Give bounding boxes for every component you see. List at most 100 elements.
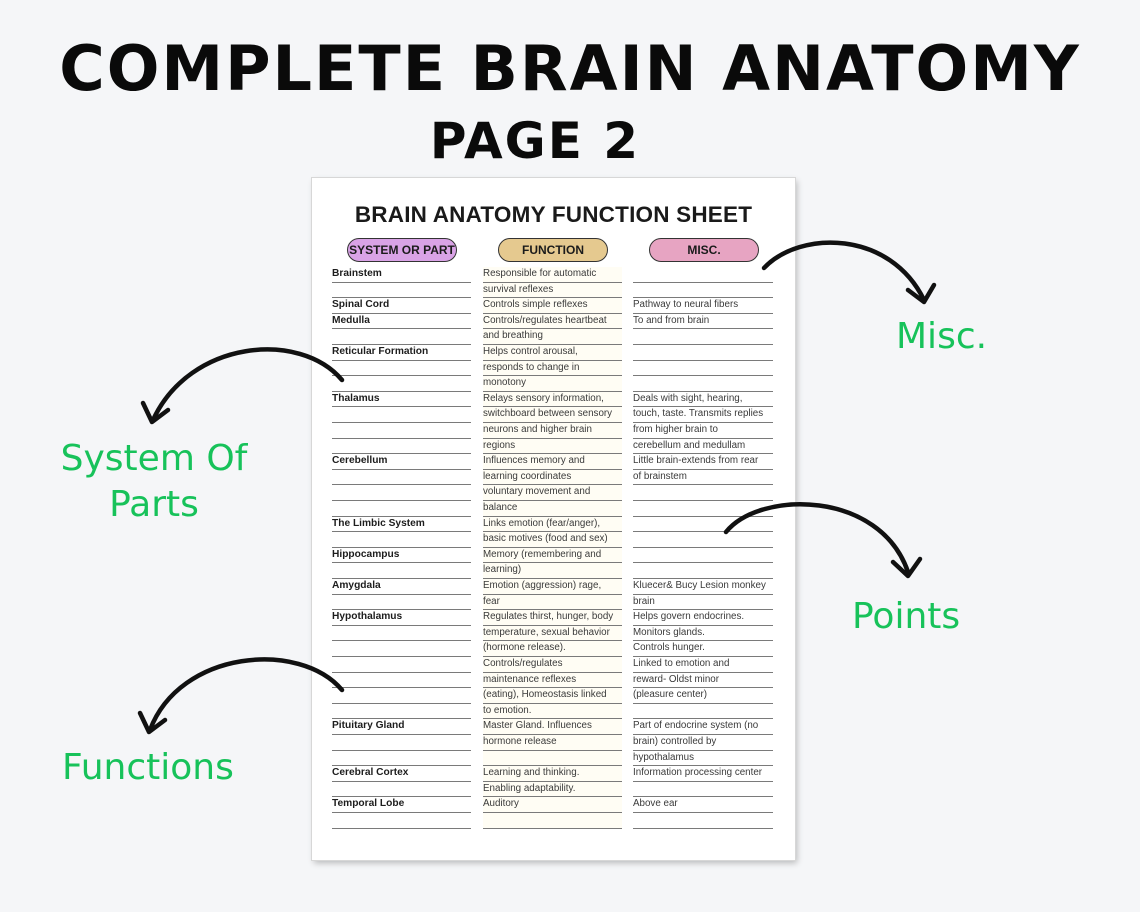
misc-cell: To and from brain: [633, 314, 773, 330]
misc-cell: [633, 782, 773, 798]
system-cell: Medulla: [332, 314, 471, 330]
function-cell: maintenance reflexes: [483, 672, 622, 689]
system-cell: The Limbic System: [332, 517, 471, 533]
system-cell: [332, 470, 471, 486]
system-cell: [332, 735, 471, 751]
misc-cell: Monitors glands.: [633, 626, 773, 642]
system-cell: Reticular Formation: [332, 345, 471, 361]
system-cell: Brainstem: [332, 267, 471, 283]
arrow-misc: [761, 240, 927, 303]
system-cell: [332, 595, 471, 611]
misc-cell: Kluecer& Bucy Lesion monkey: [633, 579, 773, 595]
system-cell: [332, 563, 471, 579]
misc-cell: (pleasure center): [633, 688, 773, 704]
system-cell: [332, 626, 471, 642]
function-cell: Helps control arousal,: [483, 345, 622, 361]
misc-cell: [633, 704, 773, 720]
function-cell: Influences memory and: [483, 454, 622, 470]
system-cell: Temporal Lobe: [332, 797, 471, 813]
misc-cell: [633, 485, 773, 501]
misc-cell: Information processing center: [633, 766, 773, 782]
system-cell: [332, 407, 471, 423]
system-cell: [332, 439, 471, 455]
function-cell: basic motives (food and sex): [483, 532, 622, 548]
system-cell: [332, 376, 471, 392]
function-cell: [483, 750, 622, 767]
sheet-title: BRAIN ANATOMY FUNCTION SHEET: [354, 202, 753, 227]
function-cell: hormone release: [483, 735, 622, 751]
function-cell: [483, 813, 622, 829]
function-cell: (hormone release).: [483, 641, 622, 657]
system-cell: [332, 501, 471, 517]
system-cell: [332, 751, 471, 767]
arrow-system-head: [140, 400, 171, 425]
arrow-system: [150, 347, 345, 423]
function-sheet: BRAIN ANATOMY FUNCTION SHEET SYSTEM OR P…: [312, 178, 795, 860]
misc-cell: [633, 345, 773, 361]
callout-points: Points: [852, 596, 961, 637]
misc-cell: brain) controlled by: [633, 735, 773, 751]
function-cell: Regulates thirst, hunger, body: [483, 610, 622, 626]
function-column-header: FUNCTION: [498, 238, 608, 262]
misc-cell: [633, 361, 773, 377]
system-cell: [332, 688, 471, 704]
system-cell: Amygdala: [332, 579, 471, 595]
function-cell: neurons and higher brain: [483, 423, 622, 439]
function-cell: and breathing: [483, 329, 622, 345]
function-cell: Auditory: [483, 797, 622, 813]
misc-cell: Deals with sight, hearing,: [633, 392, 773, 408]
system-cell: [332, 532, 471, 548]
system-cell: Cerebellum: [332, 454, 471, 470]
misc-cell: brain: [633, 595, 773, 611]
system-cell: [332, 704, 471, 720]
misc-cell: [633, 283, 773, 299]
system-cell: [332, 641, 471, 657]
misc-cell: [633, 563, 773, 579]
function-cell: monotony: [483, 376, 622, 392]
callout-functions: Functions: [62, 747, 234, 788]
function-cell: switchboard between sensory: [483, 407, 622, 423]
system-cell: Pituitary Gland: [332, 719, 471, 735]
function-cell: Memory (remembering and: [483, 547, 622, 564]
system-cell: [332, 361, 471, 377]
function-cell: (eating), Homeostasis linked: [483, 688, 622, 704]
function-cell: Master Gland. Influences: [483, 719, 622, 735]
system-cell: [332, 782, 471, 798]
page-subtitle: PAGE 2: [429, 112, 641, 170]
misc-cell: of brainstem: [633, 470, 773, 486]
system-cell: Spinal Cord: [332, 298, 471, 314]
system-column-header: SYSTEM OR PART: [347, 238, 457, 262]
misc-cell: [633, 376, 773, 392]
system-cell: [332, 813, 471, 829]
system-cell: [332, 673, 471, 689]
arrow-points-head: [890, 556, 923, 579]
misc-cell: reward- Oldst minor: [633, 673, 773, 689]
function-cell: responds to change in: [483, 360, 622, 377]
misc-cell: [633, 501, 773, 517]
system-cell: Thalamus: [332, 392, 471, 408]
function-cell: Learning and thinking.: [483, 766, 622, 782]
misc-column-header: MISC.: [649, 238, 759, 262]
function-cell: Responsible for automatic: [483, 267, 622, 283]
misc-cell: [633, 532, 773, 548]
misc-cell: [633, 329, 773, 345]
misc-cell: [633, 517, 773, 533]
arrow-functions-head: [137, 710, 168, 735]
system-cell: [332, 485, 471, 501]
function-cell: survival reflexes: [483, 282, 622, 299]
callout-misc: Misc.: [896, 316, 988, 357]
system-cell: [332, 423, 471, 439]
system-cell: Hypothalamus: [332, 610, 471, 626]
misc-cell: from higher brain to: [633, 423, 773, 439]
function-cell: Enabling adaptability.: [483, 781, 622, 798]
function-cell: learning coordinates: [483, 469, 622, 486]
misc-cell: Linked to emotion and: [633, 657, 773, 673]
system-cell: [332, 329, 471, 345]
function-cell: Controls simple reflexes: [483, 298, 622, 314]
function-cell: to emotion.: [483, 703, 622, 720]
misc-cell: Part of endocrine system (no: [633, 719, 773, 735]
function-cell: regions: [483, 438, 622, 455]
function-cell: balance: [483, 501, 622, 517]
function-cell: temperature, sexual behavior: [483, 625, 622, 642]
callout-system-line2: Parts: [109, 484, 199, 525]
